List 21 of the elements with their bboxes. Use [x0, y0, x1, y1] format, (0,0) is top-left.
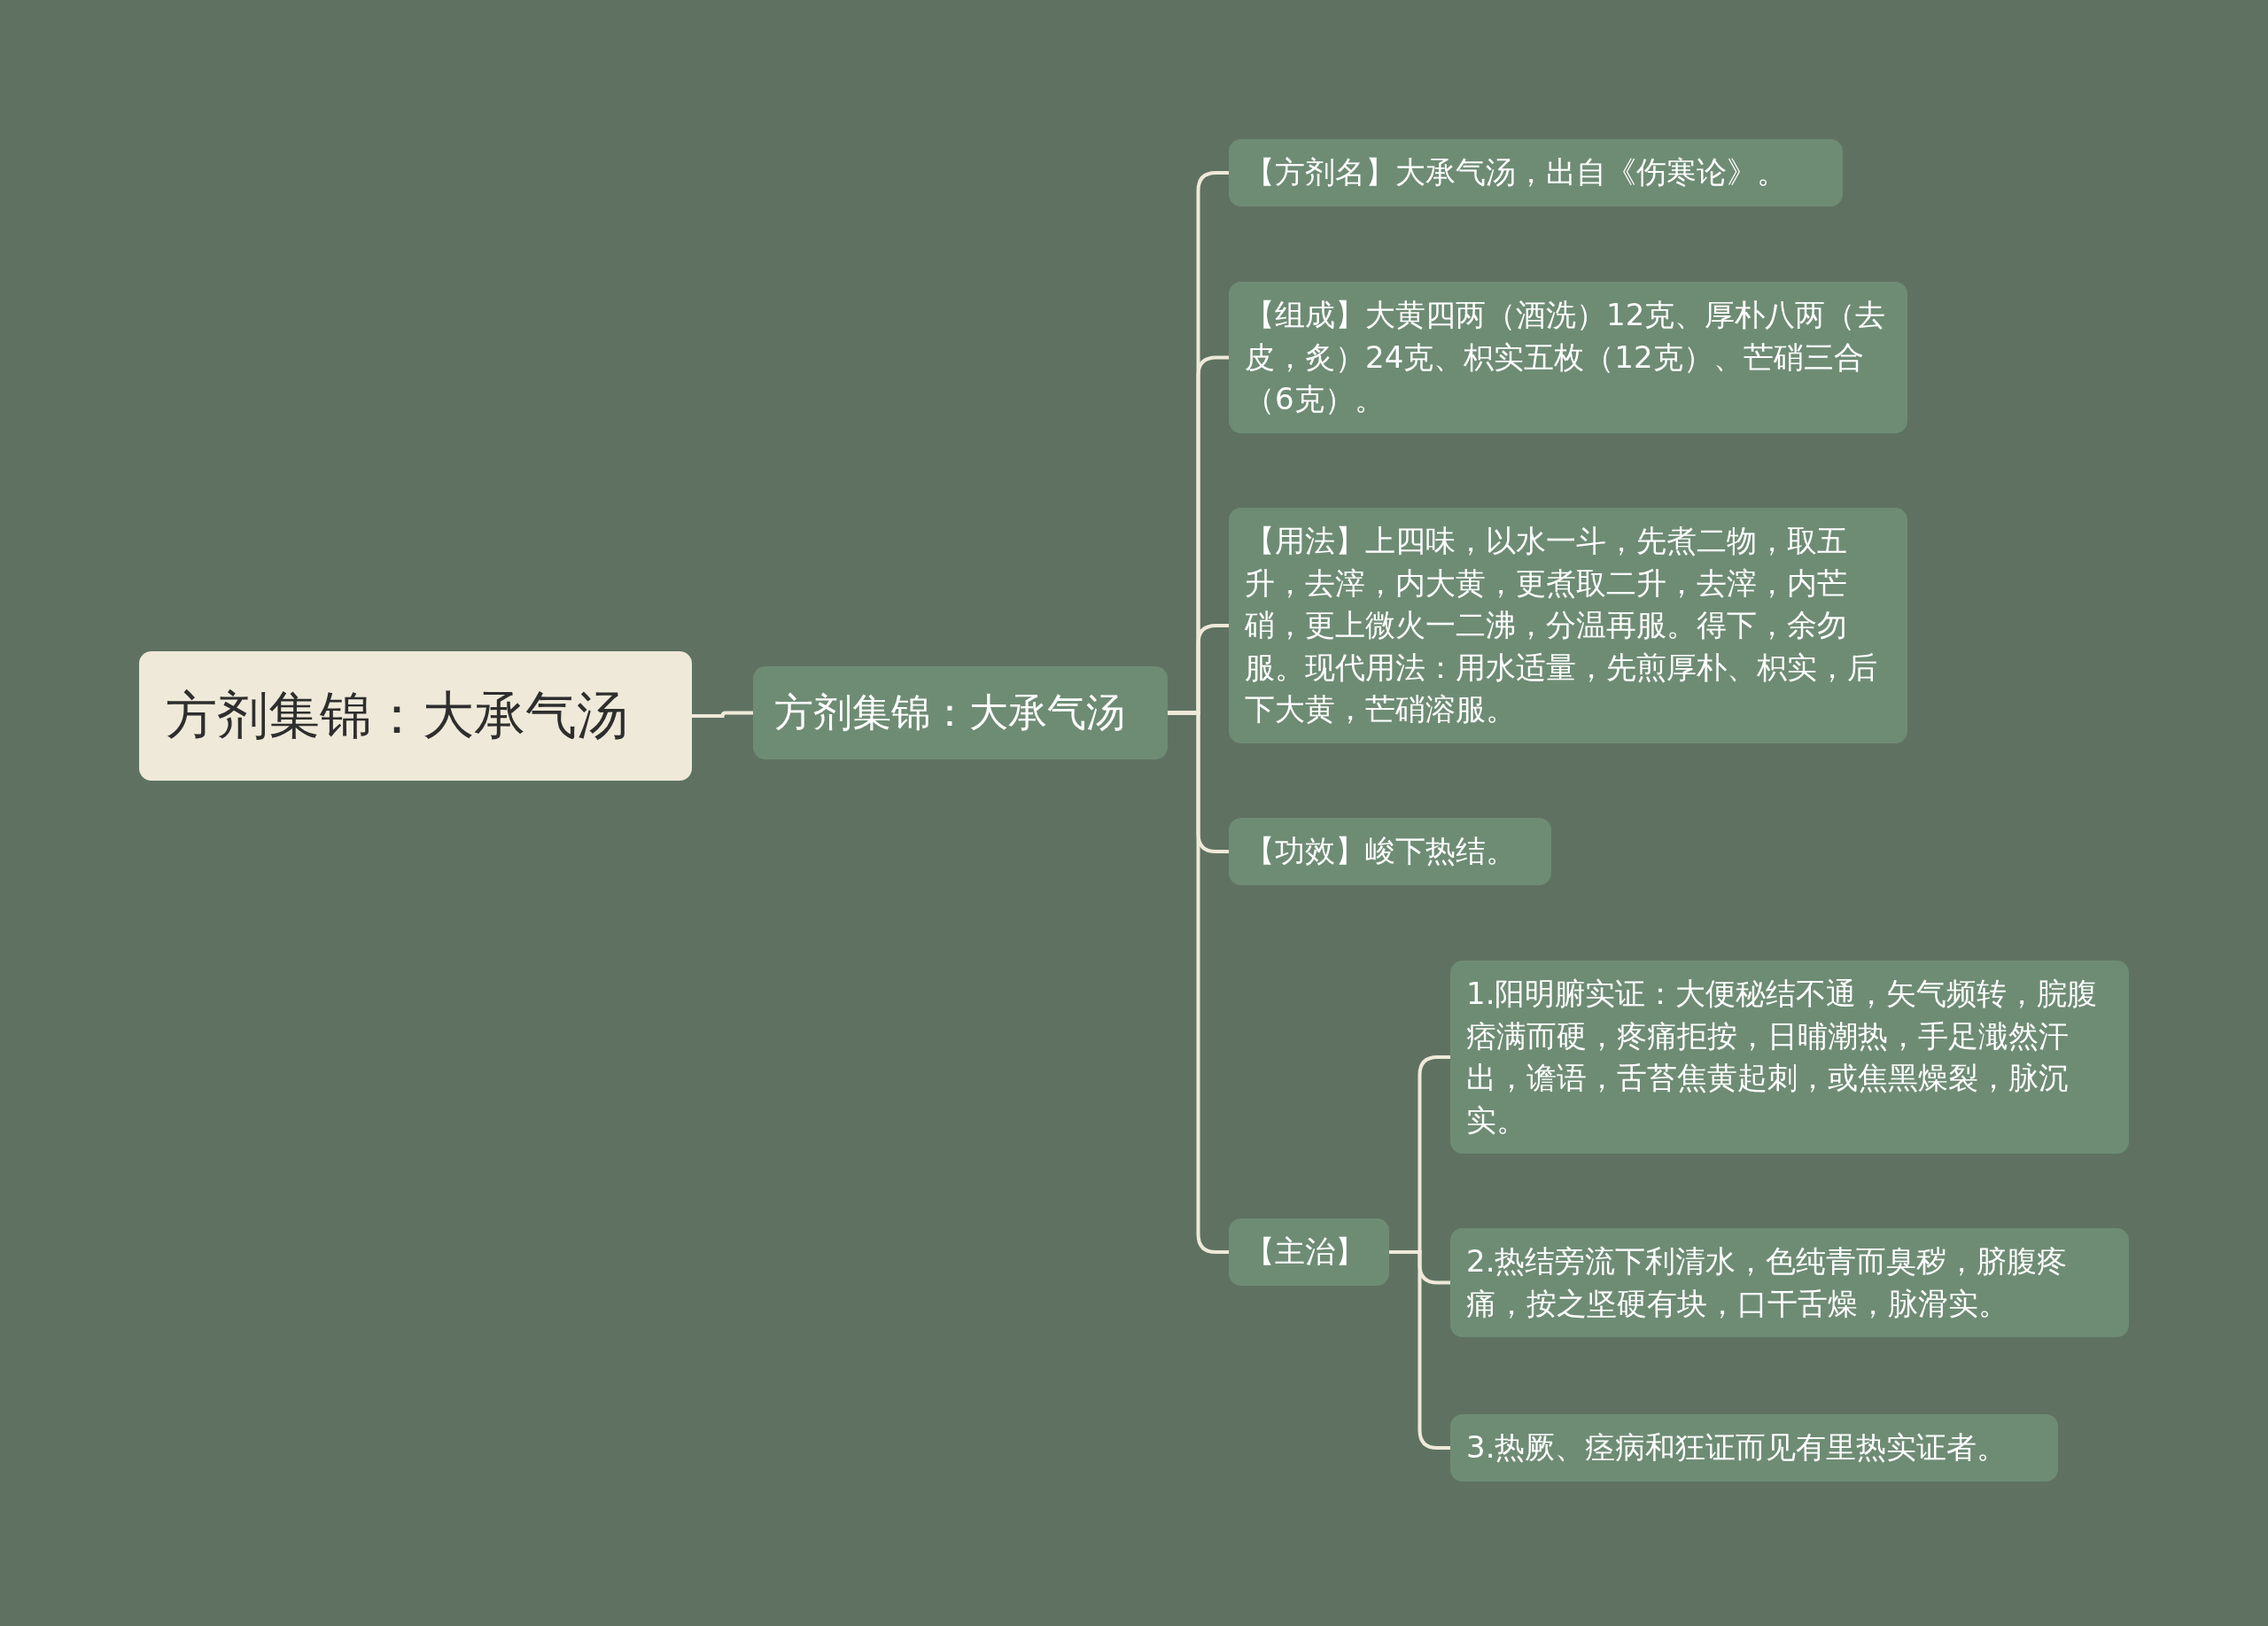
topic-text: 【用法】上四味，以水一斗，先煮二物，取五升，去滓，内大黄，更煮取二升，去滓，内芒硝，更上微火一二沸，分温再服。得下，余勿服。现代用法：用水适量，先煎厚朴、枳实，后下大黄，芒硝溶服。	[1245, 522, 1878, 729]
topic-text: 方剂集锦：大承气汤	[166, 685, 628, 747]
topic-box	[753, 666, 1168, 759]
topic-text: 【功效】峻下热结。	[1245, 832, 1516, 870]
subtopic-box	[1229, 818, 1551, 885]
topic-text: 【方剂名】大承气汤，出自《伤寒论》。	[1245, 153, 1787, 191]
connector-line	[692, 711, 753, 718]
topic-text: 【组成】大黄四两（酒洗）12克、厚朴八两（去皮，炙）24克、枳实五枚（12克）、芒硝三合（6克）。	[1245, 296, 1887, 419]
subtopic-box	[1229, 139, 1843, 206]
topic-text: 2.热结旁流下利清水，色纯青而臭秽，脐腹疼痛，按之坚硬有块，口干舌燥，脉滑实。	[1466, 1242, 2069, 1323]
topic-text: 方剂集锦：大承气汤	[774, 689, 1125, 736]
topic-text: 3.热厥、痉病和狂证而见有里热实证者。	[1466, 1428, 2008, 1467]
topic-text: 【主治】	[1245, 1233, 1365, 1271]
subtopic-box	[1229, 1218, 1389, 1286]
subtopic-box	[1229, 508, 1907, 743]
root-topic-box	[139, 651, 692, 781]
subtopic-box	[1450, 1414, 2058, 1482]
subtopic-box	[1229, 282, 1907, 433]
topic-text: 1.阳明腑实证：大便秘结不通，矢气频转，脘腹痞满而硬，疼痛拒按，日晡潮热，手足濈然汗出，谵语，舌苔焦黄起刺，或焦黑燥裂，脉沉实。	[1466, 975, 2099, 1140]
subtopic-box	[1450, 961, 2129, 1155]
subtopic-box	[1450, 1228, 2129, 1338]
